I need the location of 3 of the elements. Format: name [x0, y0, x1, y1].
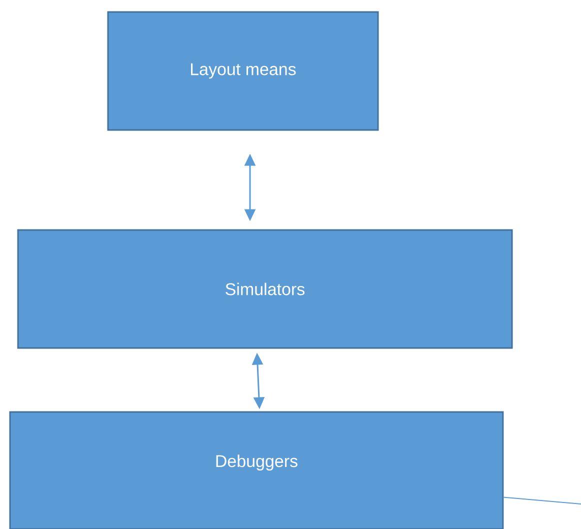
process-box: Layout means — [107, 11, 379, 131]
process-box: Debuggers — [9, 411, 504, 529]
process-box: Simulators — [17, 229, 513, 349]
